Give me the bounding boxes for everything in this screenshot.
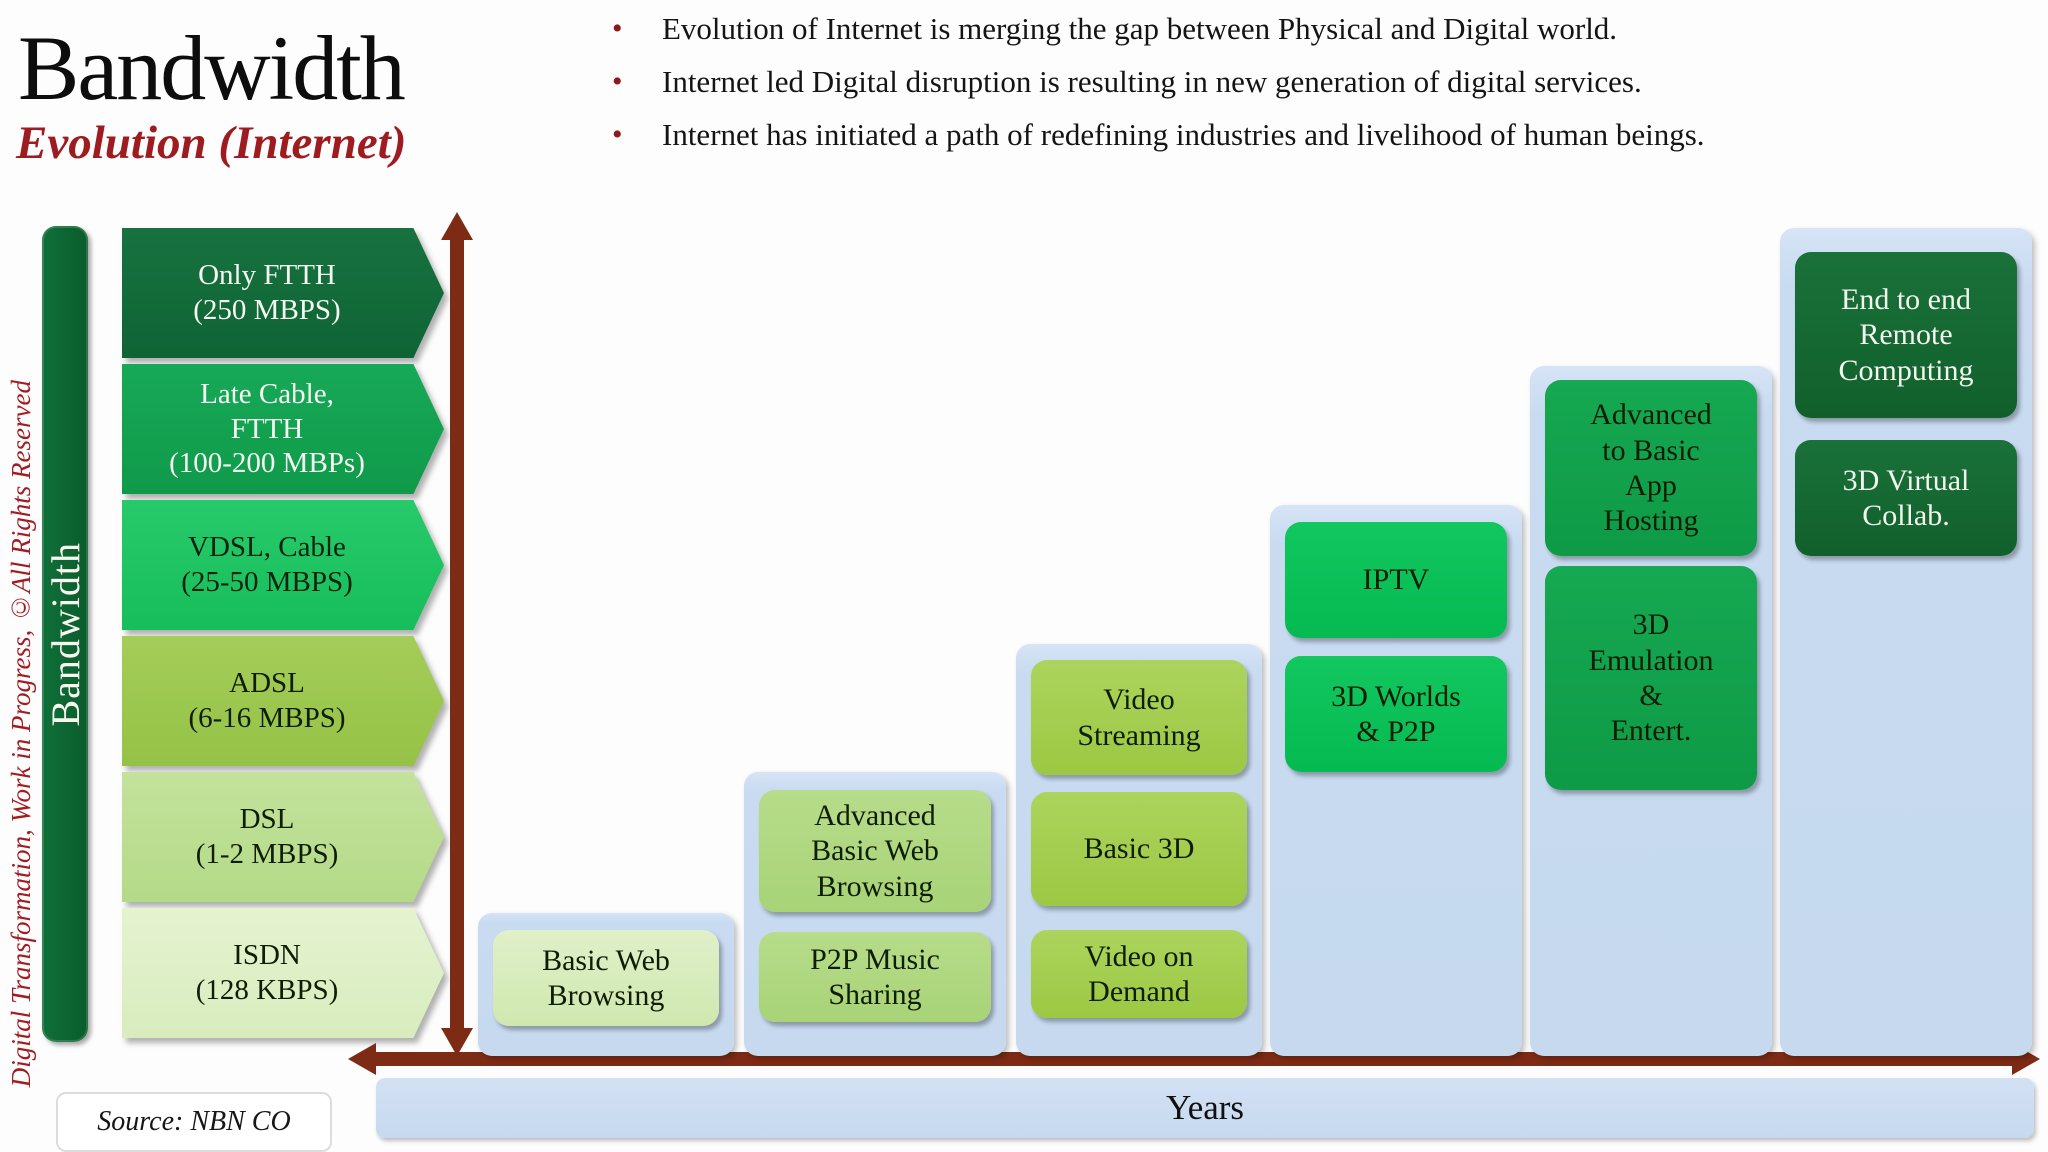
bandwidth-axis-label: Bandwidth <box>42 541 88 727</box>
years-label: Years <box>1165 1088 1245 1127</box>
service-box: Basic Web Browsing <box>493 930 719 1026</box>
service-box: Video Streaming <box>1031 660 1247 775</box>
page-title: Bandwidth <box>18 17 406 119</box>
service-box: Advanced Basic Web Browsing <box>759 790 991 912</box>
bandwidth-level-chevron: ADSL (6-16 MBPS) <box>122 636 444 766</box>
bullet-item: • Evolution of Internet is merging the g… <box>612 4 1705 57</box>
service-box: Advanced to Basic App Hosting <box>1545 380 1757 556</box>
service-box: P2P Music Sharing <box>759 932 991 1022</box>
bandwidth-level-chevron: Late Cable, FTTH (100-200 MBPs) <box>122 364 444 494</box>
level-label: VDSL, Cable (25-50 MBPS) <box>122 500 444 630</box>
era-column: IPTV 3D Worlds & P2P <box>1270 505 1522 1056</box>
level-label: ISDN (128 KBPS) <box>122 908 444 1038</box>
level-label: DSL (1-2 MBPS) <box>122 772 444 902</box>
bullet-text: Evolution of Internet is merging the gap… <box>662 11 1618 46</box>
bullet-dot-icon: • <box>612 118 623 151</box>
service-box: 3D Virtual Collab. <box>1795 440 2017 556</box>
service-box: 3D Emulation & Entert. <box>1545 566 1757 790</box>
era-column: Basic Web Browsing <box>478 913 734 1056</box>
bandwidth-level-chevron: Only FTTH (250 MBPS) <box>122 228 444 358</box>
level-label: ADSL (6-16 MBPS) <box>122 636 444 766</box>
bullet-dot-icon: • <box>612 12 623 45</box>
service-box: Video on Demand <box>1031 930 1247 1018</box>
level-label: Only FTTH (250 MBPS) <box>122 228 444 358</box>
copyright-text: Digital Transformation, Work in Progress… <box>5 380 36 1088</box>
bandwidth-level-chevron: ISDN (128 KBPS) <box>122 908 444 1038</box>
source-label: Source: NBN CO <box>97 1106 291 1137</box>
page-subtitle: Evolution (Internet) <box>16 117 407 169</box>
service-box: IPTV <box>1285 522 1507 638</box>
bandwidth-level-chevron: VDSL, Cable (25-50 MBPS) <box>122 500 444 630</box>
level-label: Late Cable, FTTH (100-200 MBPs) <box>122 364 444 494</box>
bullet-item: • Internet has initiated a path of redef… <box>612 110 1705 163</box>
arrow-left-icon <box>348 1043 376 1075</box>
era-column: Advanced Basic Web Browsing P2P Music Sh… <box>744 772 1006 1056</box>
copyright-sidebar: Digital Transformation, Work in Progress… <box>0 316 42 1152</box>
bullet-text: Internet has initiated a path of redefin… <box>662 117 1705 152</box>
era-column: Advanced to Basic App Hosting 3D Emulati… <box>1530 366 1772 1056</box>
bandwidth-level-chevron: DSL (1-2 MBPS) <box>122 772 444 902</box>
bullet-text: Internet led Digital disruption is resul… <box>662 64 1642 99</box>
era-column: End to end Remote Computing 3D Virtual C… <box>1780 228 2032 1056</box>
source-box: Source: NBN CO <box>56 1092 332 1152</box>
years-bar: Years <box>376 1078 2034 1138</box>
y-axis-arrow <box>450 238 464 1036</box>
bullet-dot-icon: • <box>612 65 623 98</box>
service-box: End to end Remote Computing <box>1795 252 2017 418</box>
bullet-list: • Evolution of Internet is merging the g… <box>612 4 1705 163</box>
service-box: 3D Worlds & P2P <box>1285 656 1507 772</box>
arrow-up-icon <box>441 212 473 240</box>
bullet-item: • Internet led Digital disruption is res… <box>612 57 1705 110</box>
arrow-down-icon <box>441 1028 473 1056</box>
bandwidth-axis-bar: Bandwidth <box>42 226 88 1042</box>
era-column: Video Streaming Basic 3D Video on Demand <box>1016 644 1262 1056</box>
service-box: Basic 3D <box>1031 792 1247 906</box>
